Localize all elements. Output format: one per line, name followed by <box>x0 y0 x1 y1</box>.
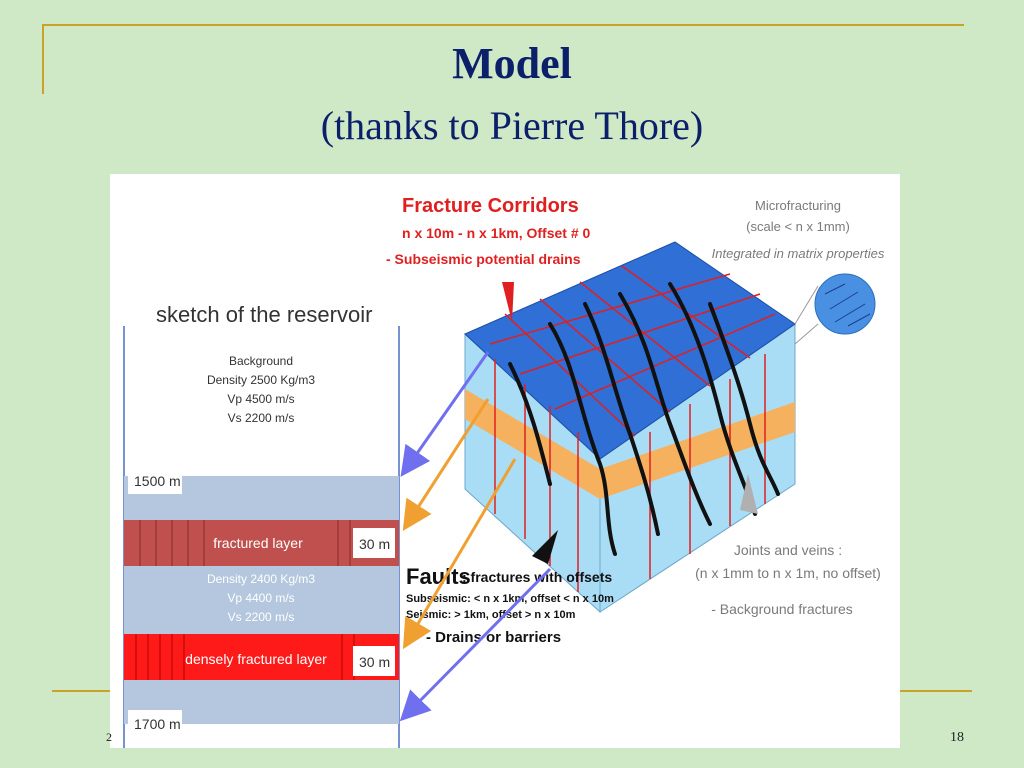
page-number: 18 <box>950 730 964 745</box>
faults-subtitle: : fractures with offsets <box>462 569 612 585</box>
micro-integrated: Integrated in matrix properties <box>712 246 885 261</box>
microfracturing-circle <box>814 273 876 335</box>
background-vs: Vs 2200 m/s <box>228 411 295 425</box>
depth-bottom-box <box>128 710 182 736</box>
faults-title: Faults <box>406 564 471 589</box>
faults-drains: - Drains or barriers <box>426 629 561 646</box>
depth-top-box <box>128 468 182 494</box>
slide-subtitle: (thanks to Pierre Thore) <box>320 103 704 148</box>
micro-title: Microfracturing <box>755 198 841 213</box>
mid-density: Density 2400 Kg/m3 <box>207 572 315 586</box>
thickness-label-1: 30 m <box>359 536 390 552</box>
faults-seismic: Seismic: > 1km, offset > n x 10m <box>406 609 576 621</box>
mid-vp: Vp 4400 m/s <box>227 591 294 605</box>
microfracturing-pattern <box>824 283 871 327</box>
model-figure: sketch of the reservoir Background Densi… <box>110 174 900 748</box>
joints-background: - Background fractures <box>711 601 853 617</box>
joints-pointer <box>740 474 758 514</box>
joints-title: Joints and veins : <box>734 542 842 558</box>
background-density: Density 2500 Kg/m3 <box>207 373 315 387</box>
thickness-label-2: 30 m <box>359 654 390 670</box>
fracture-corridors-drains: - Subseismic potential drains <box>386 251 581 267</box>
mid-vs: Vs 2200 m/s <box>228 610 295 624</box>
thickness-box-1 <box>353 528 395 558</box>
fracture-corridors-title: Fracture Corridors <box>402 195 579 217</box>
reservoir-zone <box>124 476 399 724</box>
faults-pointer <box>532 530 558 564</box>
blue-arrows <box>399 351 552 722</box>
fracture-corridors-scale: n x 10m - n x 1km, Offset # 0 <box>402 225 591 241</box>
model-diagram: sketch of the reservoir Background Densi… <box>123 195 885 748</box>
micro-leader-1 <box>794 285 819 325</box>
micro-leader-2 <box>794 323 819 345</box>
fractured-layer-label: fractured layer <box>213 535 303 551</box>
micro-scale: (scale < n x 1mm) <box>746 219 850 234</box>
orange-arrows <box>402 398 517 650</box>
footer-date-fragment: 2 <box>106 730 112 744</box>
frame-top-line <box>42 24 964 26</box>
densely-fractured-label: densely fractured layer <box>185 651 327 667</box>
faults-subseismic: Subseismic: < n x 1km, offset < n x 10m <box>406 593 614 605</box>
orange-band-right <box>600 402 795 499</box>
joints-scale: (n x 1mm to n x 1m, no offset) <box>695 565 881 581</box>
depth-bottom-label: 1700 m <box>134 716 181 732</box>
depth-top-label: 1500 m <box>134 473 181 489</box>
background-label: Background <box>229 354 293 368</box>
background-vp: Vp 4500 m/s <box>227 392 294 406</box>
fracture-corridor-pointer <box>502 282 514 322</box>
orange-band-left <box>465 389 600 499</box>
sketch-heading: sketch of the reservoir <box>156 302 372 327</box>
slide-title: Model <box>452 39 572 88</box>
frame-left-line <box>42 24 44 94</box>
mid-properties: Density 2400 Kg/m3 Vp 4400 m/s Vs 2200 m… <box>207 572 315 624</box>
fault-traces <box>508 282 780 556</box>
thickness-box-2 <box>353 646 395 676</box>
background-properties: Background Density 2500 Kg/m3 Vp 4500 m/… <box>207 354 315 425</box>
